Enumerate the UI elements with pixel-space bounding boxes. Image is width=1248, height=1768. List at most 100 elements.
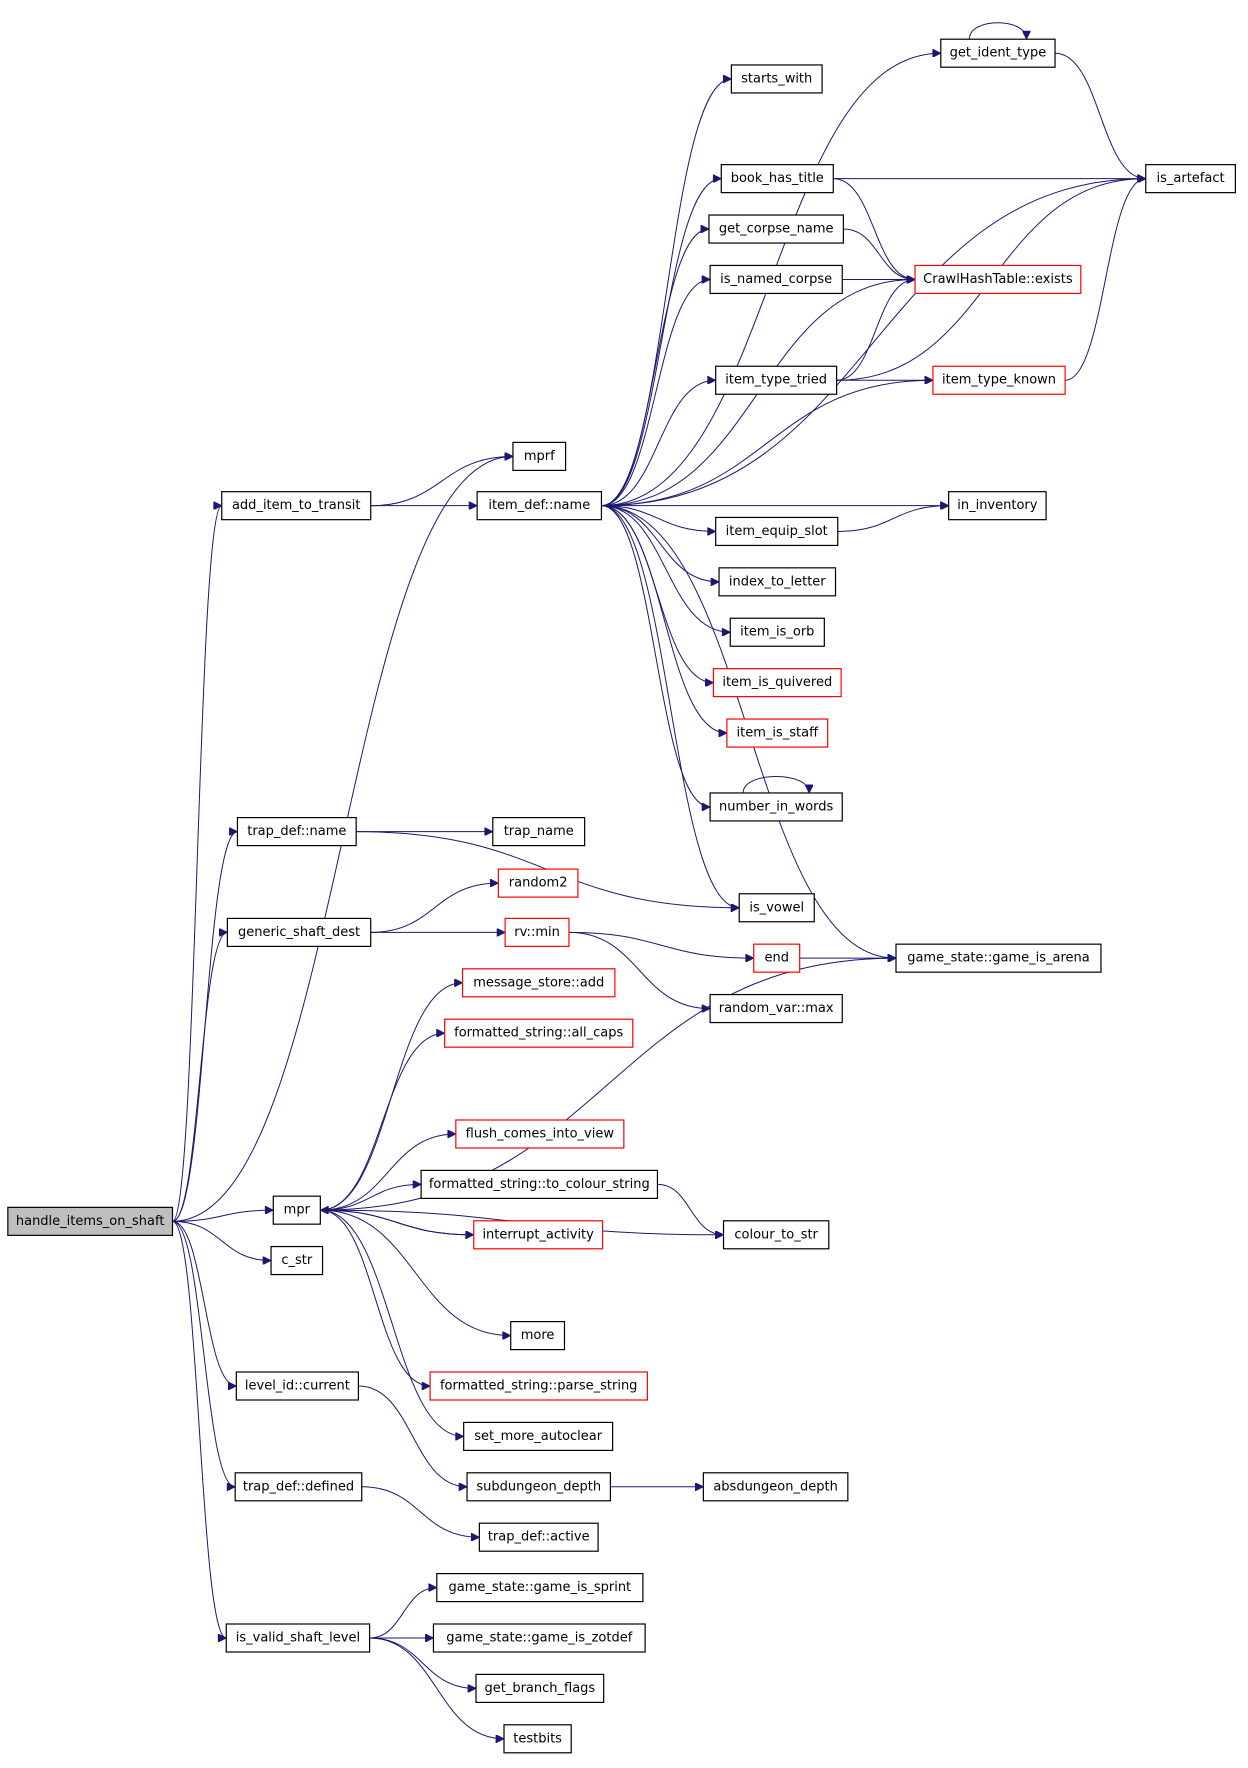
node-box	[715, 516, 839, 547]
node-label: add_item_to_transit	[232, 498, 361, 513]
node-label: subdungeon_depth	[476, 1479, 601, 1494]
node-item_def_name[interactable]: item_def::name	[476, 491, 603, 521]
node-box	[461, 968, 616, 998]
node-get_corpse_name[interactable]: get_corpse_name	[708, 214, 844, 244]
edge-fs_to_colour_string-to-colour_to_str	[657, 1183, 723, 1234]
node-absdungeon_depth[interactable]: absdungeon_depth	[702, 1472, 849, 1502]
node-label: index_to_letter	[729, 574, 826, 589]
node-fs_parse_string[interactable]: formatted_string::parse_string	[429, 1371, 648, 1401]
edge-mpr-to-more	[320, 1209, 510, 1335]
edge-mpr-to-flush_comes_into_view	[320, 1134, 456, 1211]
node-box	[473, 1220, 604, 1250]
node-crawlhash_exists[interactable]: CrawlHashTable::exists	[914, 264, 1082, 295]
nodes-layer: handle_items_on_shaft add_item_to_transit…	[7, 38, 1236, 1754]
node-more[interactable]: more	[510, 1320, 566, 1351]
node-label: number_in_words	[719, 799, 834, 814]
node-box	[432, 1623, 646, 1653]
node-testbits[interactable]: testbits	[503, 1724, 572, 1754]
node-index_to_letter[interactable]: index_to_letter	[718, 567, 837, 597]
node-number_in_words[interactable]: number_in_words	[709, 792, 843, 822]
node-end[interactable]: end	[753, 943, 801, 973]
node-book_has_title[interactable]: book_has_title	[720, 164, 834, 194]
edge-level_id_current-to-subdungeon_depth	[358, 1385, 467, 1487]
node-handle_items_on_shaft[interactable]: handle_items_on_shaft	[7, 1206, 174, 1236]
node-box	[444, 1018, 634, 1048]
node-box	[940, 38, 1056, 68]
node-starts_with[interactable]: starts_with	[730, 64, 823, 94]
node-subdungeon_depth[interactable]: subdungeon_depth	[466, 1472, 612, 1502]
edge-get_corpse_name-to-crawlhash_exists	[843, 228, 915, 279]
node-game_is_arena[interactable]: game_state::game_is_arena	[895, 943, 1102, 973]
node-random_var_max[interactable]: random_var::max	[709, 993, 843, 1024]
edge-generic_shaft_dest-to-random2	[370, 883, 499, 933]
node-box	[497, 868, 579, 898]
edge-item_def_name-to-item_type_known	[601, 380, 933, 507]
node-item_is_orb[interactable]: item_is_orb	[729, 617, 825, 647]
node-item_type_known[interactable]: item_type_known	[932, 365, 1066, 395]
node-box	[753, 943, 801, 973]
node-interrupt_activity[interactable]: interrupt_activity	[473, 1220, 604, 1250]
edge-handle_items_on_shaft-to-mpr	[172, 1210, 273, 1222]
node-label: item_is_orb	[740, 625, 814, 640]
node-box	[715, 365, 838, 395]
node-get_branch_flags[interactable]: get_branch_flags	[475, 1673, 605, 1704]
node-level_id_current[interactable]: level_id::current	[235, 1371, 360, 1401]
node-box	[235, 1371, 360, 1401]
edge-handle_items_on_shaft-to-generic_shaft_dest	[172, 932, 227, 1222]
node-box	[234, 1472, 363, 1502]
node-box	[429, 1371, 648, 1401]
node-item_type_tried[interactable]: item_type_tried	[715, 365, 838, 395]
node-flush_comes_into_view[interactable]: flush_comes_into_view	[455, 1119, 625, 1149]
node-game_is_zotdef[interactable]: game_state::game_is_zotdef	[432, 1623, 646, 1653]
node-colour_to_str[interactable]: colour_to_str	[722, 1220, 830, 1250]
node-mpr[interactable]: mpr	[272, 1195, 321, 1225]
node-box	[712, 668, 842, 698]
edge-book_has_title-to-crawlhash_exists	[833, 178, 915, 280]
node-trap_def_defined[interactable]: trap_def::defined	[234, 1472, 363, 1502]
edge-item_equip_slot-to-in_inventory	[837, 506, 949, 532]
node-label: is_valid_shaft_level	[236, 1631, 360, 1646]
node-item_equip_slot[interactable]: item_equip_slot	[715, 516, 839, 547]
node-box	[932, 365, 1066, 395]
node-label: book_has_title	[731, 171, 824, 186]
node-trap_name[interactable]: trap_name	[492, 816, 586, 847]
node-in_inventory[interactable]: in_inventory	[948, 491, 1047, 521]
node-label: formatted_string::parse_string	[440, 1379, 637, 1394]
node-box	[948, 491, 1047, 521]
node-label: end	[764, 951, 789, 966]
node-get_ident_type[interactable]: get_ident_type	[940, 38, 1056, 68]
node-fs_all_caps[interactable]: formatted_string::all_caps	[444, 1018, 634, 1048]
node-message_store_add[interactable]: message_store::add	[461, 968, 616, 998]
edge-item_def_name-to-item_type_tried	[601, 380, 715, 507]
node-add_item_to_transit[interactable]: add_item_to_transit	[221, 491, 372, 521]
node-box	[225, 1623, 371, 1653]
node-label: item_def::name	[488, 498, 590, 513]
node-rv_min[interactable]: rv::min	[504, 917, 570, 948]
node-item_is_quivered[interactable]: item_is_quivered	[712, 668, 842, 698]
node-box	[221, 491, 372, 521]
node-generic_shaft_dest[interactable]: generic_shaft_dest	[226, 917, 372, 948]
edge-handle_items_on_shaft-to-level_id_current	[172, 1220, 236, 1386]
node-c_str[interactable]: c_str	[270, 1245, 324, 1276]
node-label: trap_def::name	[247, 824, 346, 839]
node-box	[730, 64, 823, 94]
node-game_is_sprint[interactable]: game_state::game_is_sprint	[436, 1572, 644, 1603]
node-random2[interactable]: random2	[497, 868, 579, 898]
node-is_vowel[interactable]: is_vowel	[738, 893, 815, 923]
node-box	[720, 164, 834, 194]
node-trap_def_active[interactable]: trap_def::active	[478, 1522, 599, 1552]
node-box	[270, 1245, 324, 1276]
node-trap_def_name[interactable]: trap_def::name	[236, 816, 357, 847]
node-mprf[interactable]: mprf	[512, 441, 567, 471]
edge-item_def_name-to-index_to_letter	[601, 505, 719, 582]
node-set_more_autoclear[interactable]: set_more_autoclear	[463, 1421, 614, 1452]
node-is_artefact[interactable]: is_artefact	[1145, 164, 1236, 194]
node-box	[726, 718, 829, 748]
node-is_named_corpse[interactable]: is_named_corpse	[709, 264, 843, 295]
node-box	[722, 1220, 830, 1250]
node-fs_to_colour_string[interactable]: formatted_string::to_colour_string	[420, 1169, 659, 1200]
node-label: flush_comes_into_view	[466, 1127, 615, 1142]
node-item_is_staff[interactable]: item_is_staff	[726, 718, 829, 748]
node-label: set_more_autoclear	[474, 1429, 603, 1444]
node-is_valid_shaft_level[interactable]: is_valid_shaft_level	[225, 1623, 371, 1653]
